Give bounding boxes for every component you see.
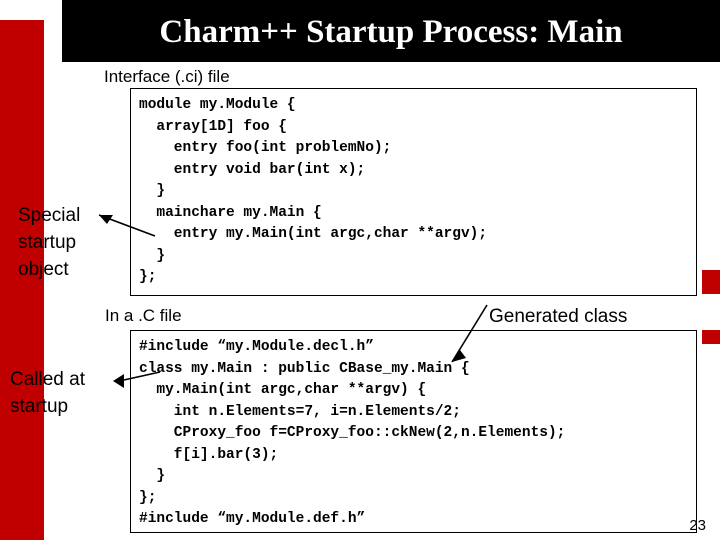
right-red-accent-lower (702, 330, 720, 344)
page-title: Charm++ Startup Process: Main (159, 14, 623, 50)
label-interface-file: Interface (.ci) file (104, 67, 230, 86)
code-block-c-file: #include “my.Module.decl.h” class my.Mai… (130, 330, 697, 533)
label-generated-class: Generated class (489, 306, 628, 327)
label-special-startup-object: Special startup object (18, 205, 81, 280)
title-bar (62, 0, 720, 62)
code-block-interface-file: module my.Module { array[1D] foo { entry… (130, 88, 697, 296)
right-red-accent-upper (702, 270, 720, 294)
left-red-band (0, 20, 44, 540)
page-number: 23 (689, 517, 706, 534)
label-in-a-c-file: In a .C file (105, 306, 182, 325)
label-called-at-startup: Called at startup (10, 369, 85, 417)
